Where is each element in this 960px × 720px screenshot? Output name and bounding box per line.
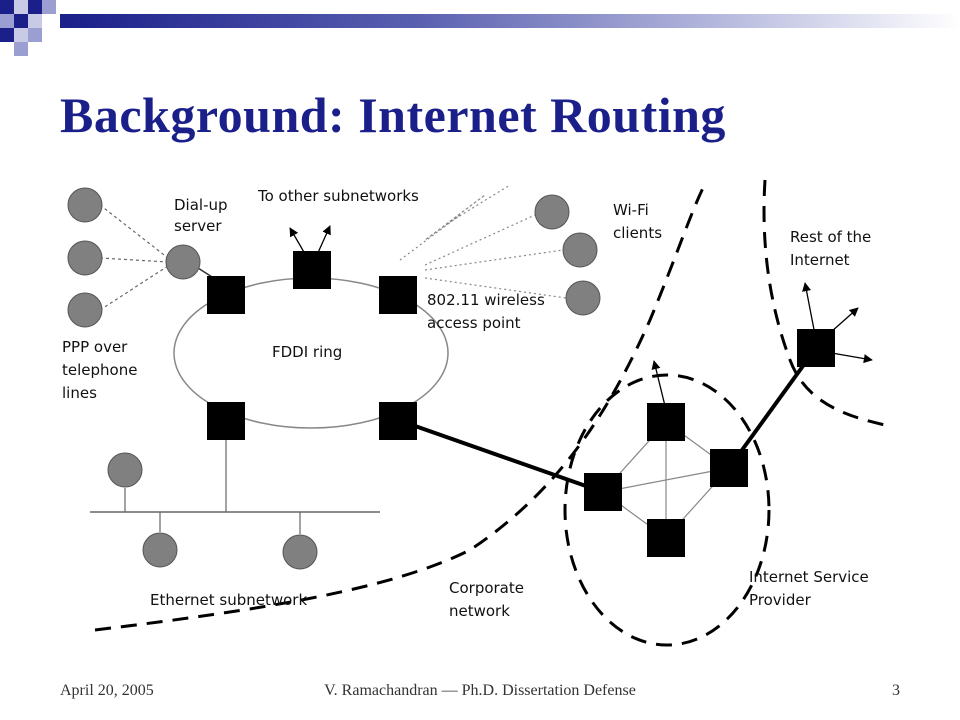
host-wifi-3 — [565, 280, 601, 316]
host-ppp-2 — [67, 240, 103, 276]
router-fddi-top — [293, 251, 331, 289]
fddi-label: FDDI ring — [272, 343, 342, 361]
isp-boundary — [563, 373, 771, 647]
dialup-link — [99, 265, 169, 311]
router-isp-bottom — [647, 519, 685, 557]
router-fddi-left — [207, 276, 245, 314]
host-wifi-1 — [534, 194, 570, 230]
corner-decoration — [0, 0, 56, 56]
corporate-boundary — [94, 187, 705, 632]
ethernet-label: Ethernet subnetwork — [150, 591, 307, 609]
wifi-link — [424, 214, 536, 266]
router-isp-left — [584, 473, 622, 511]
router-fddi-bottom-right — [379, 402, 417, 440]
slide-title: Background: Internet Routing — [60, 87, 726, 143]
dialup-link — [99, 257, 169, 263]
other-subnets-label: To other subnetworks — [257, 187, 419, 205]
dialup-link — [99, 204, 169, 259]
page-number: 3 — [892, 682, 900, 699]
host-ethernet-3 — [282, 534, 318, 570]
wifi-link — [424, 277, 567, 299]
footer-date: April 20, 2005 — [60, 682, 154, 699]
footer-presenter: V. Ramachandran — Ph.D. Dissertation Def… — [324, 682, 636, 699]
title-bar — [60, 14, 960, 28]
dialup-server — [165, 244, 201, 280]
wireless-signal — [399, 184, 511, 261]
router-isp-top — [647, 403, 685, 441]
corporate-uplink — [397, 418, 604, 494]
host-ppp-1 — [67, 187, 103, 223]
router-internet — [797, 329, 835, 367]
router-fddi-bottom-left — [207, 402, 245, 440]
router-isp-right — [710, 449, 748, 487]
internet-boundary — [762, 179, 886, 427]
host-ethernet-2 — [142, 532, 178, 568]
host-wifi-2 — [562, 232, 598, 268]
arrow — [651, 360, 667, 411]
access-point-router — [379, 276, 417, 314]
host-ppp-3 — [67, 292, 103, 328]
internet-uplink — [727, 346, 818, 470]
wifi-link — [424, 249, 564, 271]
host-ethernet-1 — [107, 452, 143, 488]
